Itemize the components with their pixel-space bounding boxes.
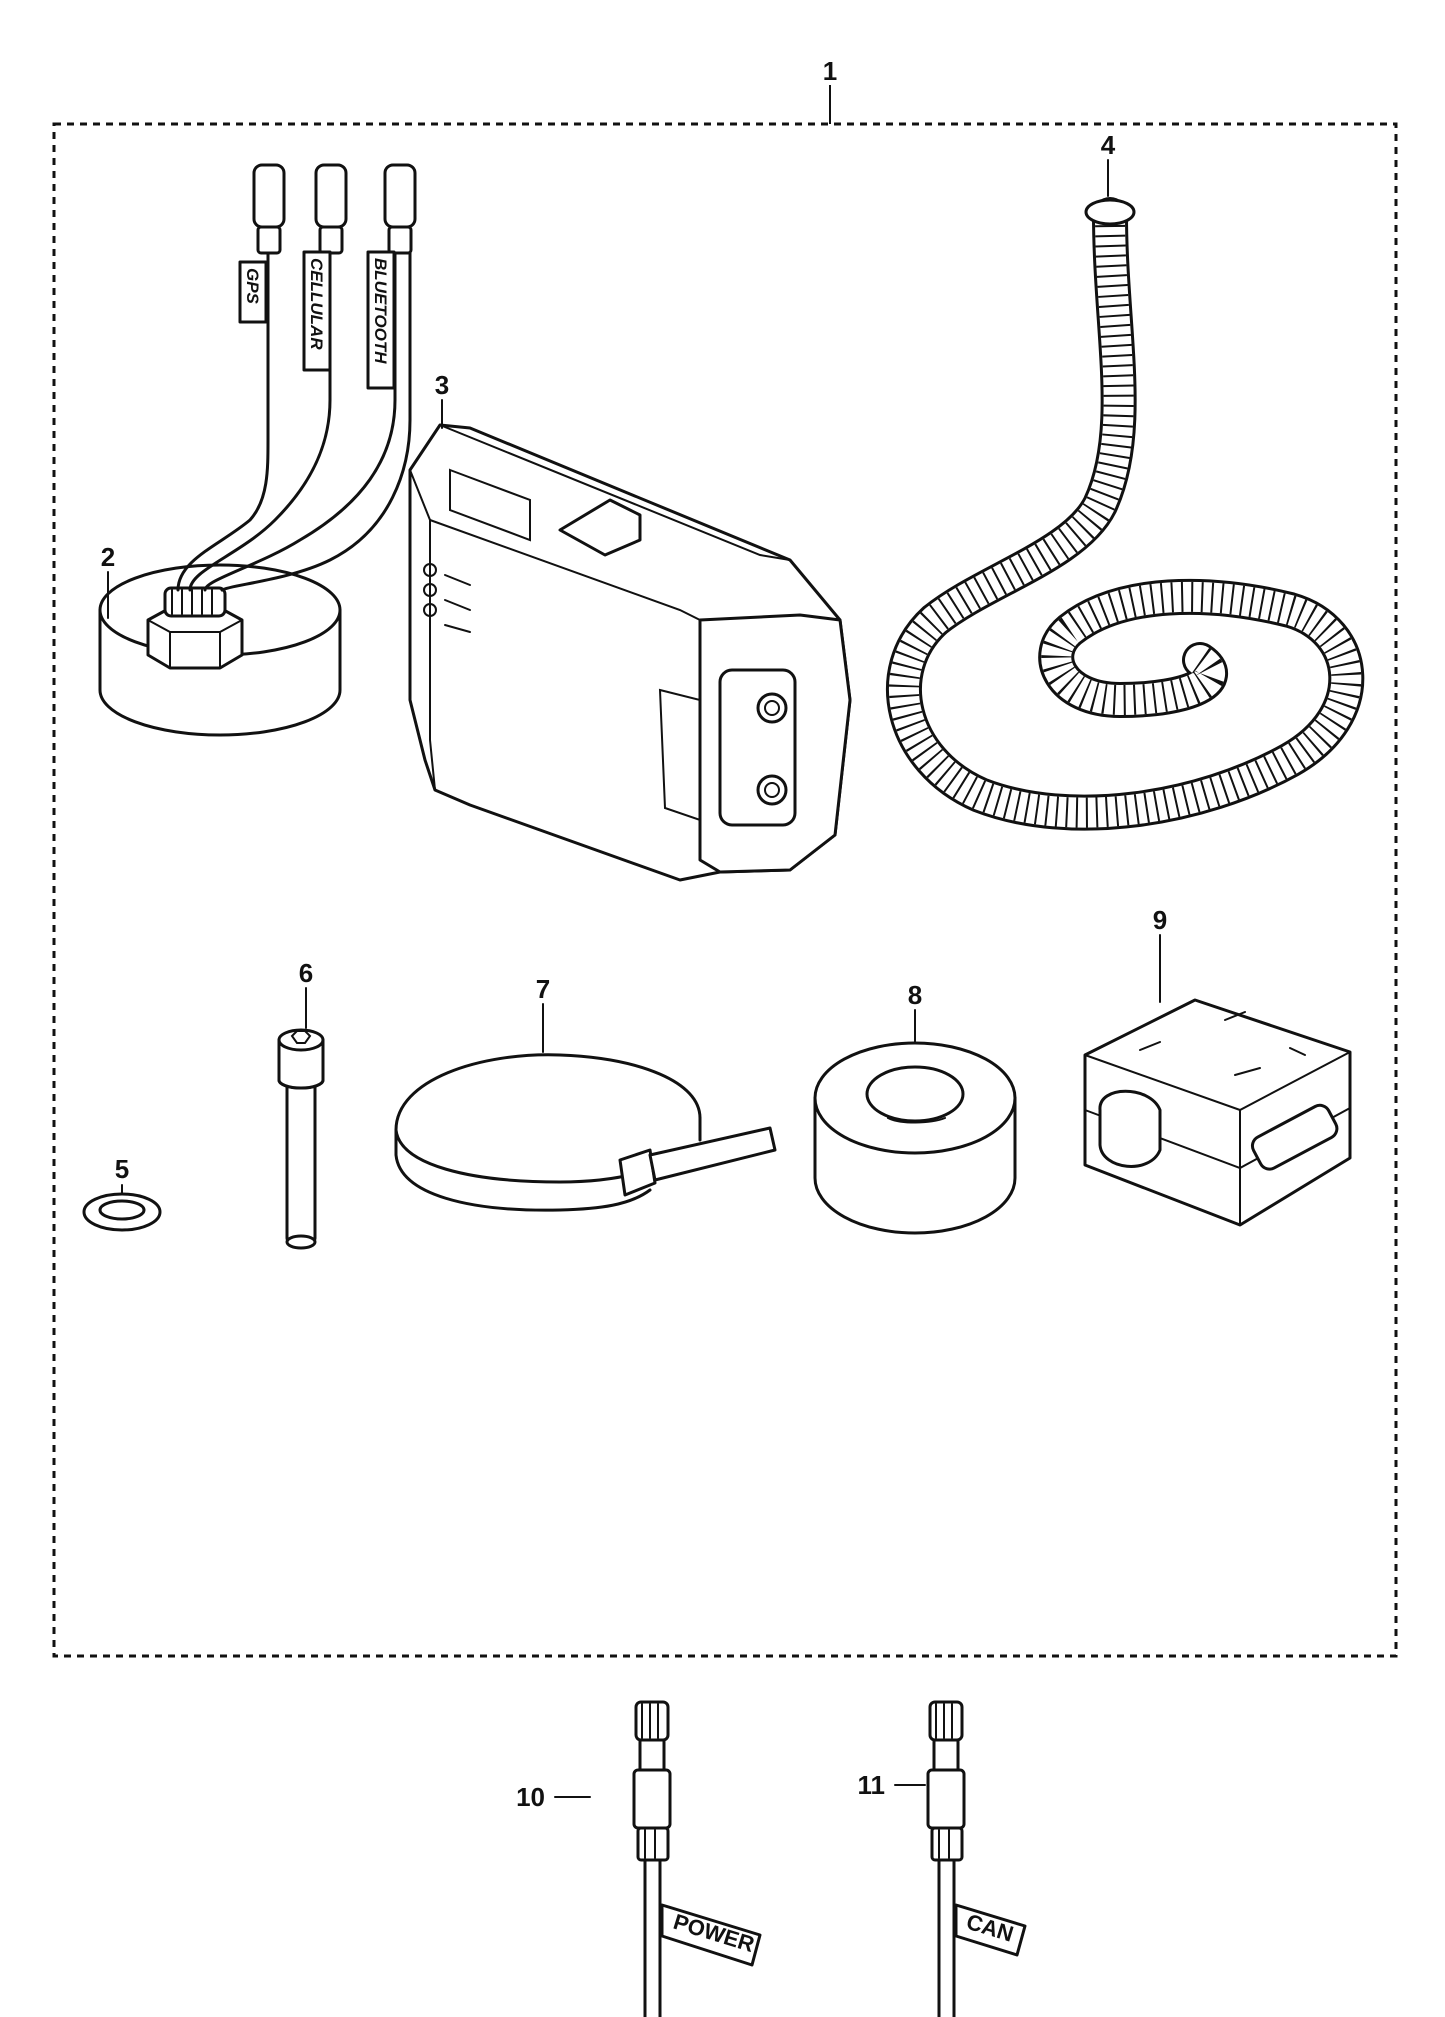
part-8-ferrite-ring: [813, 1041, 1017, 1235]
callout-5: 5: [115, 1154, 129, 1184]
callout-1: 1: [823, 56, 837, 86]
callout-2: 2: [101, 542, 115, 572]
part-11-can-cable: CAN: [926, 1700, 1027, 2017]
part-6-screw: [277, 1028, 325, 1250]
callout-7: 7: [536, 974, 550, 1004]
part-9-ferrite-clip: [1083, 998, 1352, 1227]
part-3-control-module: [408, 423, 852, 882]
cable-tag-gps: GPS: [243, 268, 262, 305]
callout-11: 11: [858, 1770, 886, 1800]
kit-boundary: [52, 122, 1398, 1658]
part-4-conduit: [885, 197, 1365, 831]
callout-9: 9: [1153, 905, 1167, 935]
callout-3: 3: [435, 370, 449, 400]
callout-10: 10: [516, 1782, 545, 1812]
part-2-antenna: GPS CELLULAR BLUETOOTH: [98, 163, 417, 737]
part-5-washer: [82, 1192, 162, 1232]
part-7-cable-tie: [394, 1053, 777, 1212]
callout-8: 8: [908, 980, 922, 1010]
cable-tag-cellular: CELLULAR: [307, 258, 326, 350]
callout-4: 4: [1101, 130, 1116, 160]
cable-tag-bluetooth: BLUETOOTH: [371, 258, 390, 364]
part-10-power-cable: POWER: [632, 1700, 762, 2017]
callout-6: 6: [299, 958, 313, 988]
